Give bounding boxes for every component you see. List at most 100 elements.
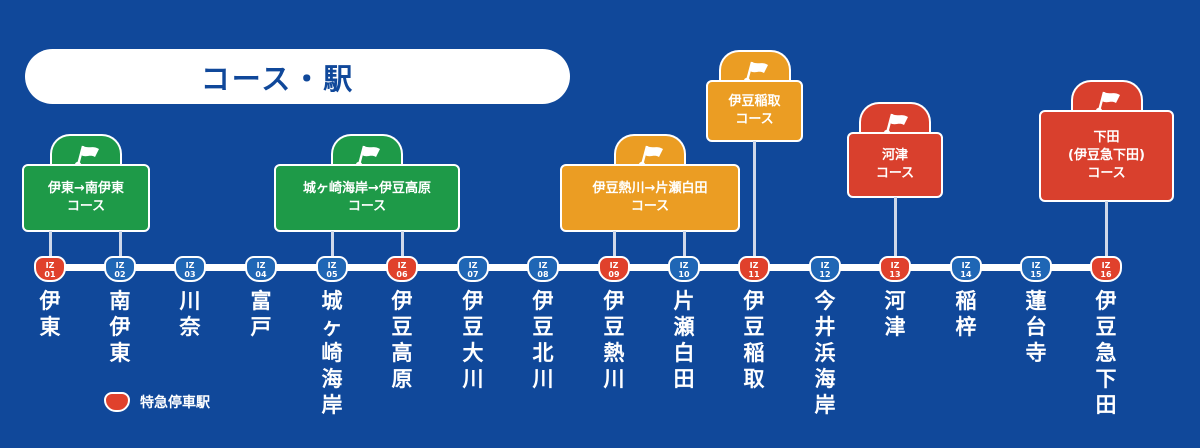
course-label: 下田 xyxy=(1093,130,1120,145)
course-label: 伊豆熱川→片瀬白田 xyxy=(592,181,708,196)
station-code-number: 09 xyxy=(608,270,620,279)
course-connector xyxy=(683,231,686,257)
course-label: 伊豆稲取 xyxy=(728,94,781,109)
station-name: 片瀬白田 xyxy=(673,289,695,391)
course-label: コース xyxy=(66,199,106,214)
station-name: 伊豆熱川 xyxy=(603,289,625,391)
course-connector xyxy=(753,141,756,257)
express-stop-icon xyxy=(104,392,130,412)
course-connector xyxy=(401,231,404,257)
station-name: 富戸 xyxy=(250,289,272,339)
course-label: 伊東→南伊東 xyxy=(48,181,124,196)
course-connector xyxy=(49,231,52,257)
station-code-prefix: IZ xyxy=(538,261,548,270)
course-flag-tab xyxy=(1070,80,1143,115)
course-box: 下田 (伊豆急下田) コース xyxy=(1039,110,1174,202)
station-code-number: 04 xyxy=(255,270,267,279)
legend-label: 特急停車駅 xyxy=(140,395,210,411)
station-code-prefix: IZ xyxy=(890,261,900,270)
station-name: 伊豆急下田 xyxy=(1095,289,1117,417)
station-code-prefix: IZ xyxy=(1101,261,1111,270)
station-code-number: 01 xyxy=(44,270,56,279)
station-name: 蓮台寺 xyxy=(1025,289,1047,365)
course-connector xyxy=(331,231,334,257)
course-flag-tab xyxy=(331,134,403,169)
station-code-prefix: IZ xyxy=(468,261,478,270)
station-code-prefix: IZ xyxy=(609,261,619,270)
course-flag-tab xyxy=(718,50,791,85)
course-box: 伊豆熱川→片瀬白田コース xyxy=(560,164,740,232)
course-flag-tab xyxy=(614,134,686,169)
course-label: コース xyxy=(630,199,670,214)
course-box: 伊東→南伊東コース xyxy=(22,164,150,232)
station-code-prefix: IZ xyxy=(256,261,266,270)
station-code-number: 05 xyxy=(326,270,338,279)
station-code-number: 03 xyxy=(184,270,196,279)
station-name: 河津 xyxy=(884,289,906,339)
station-code-number: 13 xyxy=(889,270,901,279)
station-code-number: 16 xyxy=(1100,270,1112,279)
course-label: コース xyxy=(735,112,774,127)
course-box: 城ヶ崎海岸→伊豆高原コース xyxy=(274,164,460,232)
station-name: 今井浜海岸 xyxy=(814,289,836,417)
course-label: 河津 xyxy=(881,148,908,163)
station-name: 南伊東 xyxy=(109,289,131,365)
station-name: 伊豆北川 xyxy=(532,289,554,391)
station-code-prefix: IZ xyxy=(961,261,971,270)
title-banner: コース・駅 xyxy=(25,49,570,104)
station-name: 伊豆大川 xyxy=(462,289,484,391)
station-code-prefix: IZ xyxy=(679,261,689,270)
course-label: コース xyxy=(1087,166,1126,181)
station-code-prefix: IZ xyxy=(327,261,337,270)
course-connector xyxy=(894,197,897,257)
course-flag-tab xyxy=(859,102,931,137)
station-name: 川奈 xyxy=(179,289,201,339)
station-code-prefix: IZ xyxy=(115,261,125,270)
course-connector xyxy=(1105,201,1108,257)
station-name: 伊豆稲取 xyxy=(743,289,765,391)
page-title: コース・駅 xyxy=(200,61,355,96)
station-name: 城ヶ崎海岸 xyxy=(321,289,343,417)
course-label: コース xyxy=(347,199,387,214)
course-box: 伊豆稲取コース xyxy=(706,80,803,142)
station-code-number: 07 xyxy=(467,270,479,279)
station-code-prefix: IZ xyxy=(820,261,830,270)
station-code-number: 02 xyxy=(114,270,126,279)
course-label: コース xyxy=(875,166,915,181)
station-name: 伊豆高原 xyxy=(391,289,413,391)
station-code-prefix: IZ xyxy=(185,261,195,270)
course-label: (伊豆急下田) xyxy=(1068,148,1145,163)
course-connector xyxy=(119,231,122,257)
station-code-number: 11 xyxy=(748,270,760,279)
station-name: 伊東 xyxy=(39,289,61,339)
legend: 特急停車駅 xyxy=(104,392,210,412)
station-code-number: 12 xyxy=(819,270,831,279)
station-code-number: 06 xyxy=(396,270,408,279)
course-connector xyxy=(613,231,616,257)
flag-icon xyxy=(638,145,663,169)
station-code-number: 10 xyxy=(678,270,690,279)
railway-line xyxy=(48,264,1110,271)
station-code-number: 14 xyxy=(960,270,972,279)
station-code-prefix: IZ xyxy=(1031,261,1041,270)
station-code-number: 15 xyxy=(1030,270,1042,279)
course-box: 河津コース xyxy=(847,132,943,198)
station-code-number: 08 xyxy=(537,270,549,279)
station-code-prefix: IZ xyxy=(397,261,407,270)
station-name: 稲梓 xyxy=(955,289,977,339)
course-label: 城ヶ崎海岸→伊豆高原 xyxy=(303,181,431,196)
